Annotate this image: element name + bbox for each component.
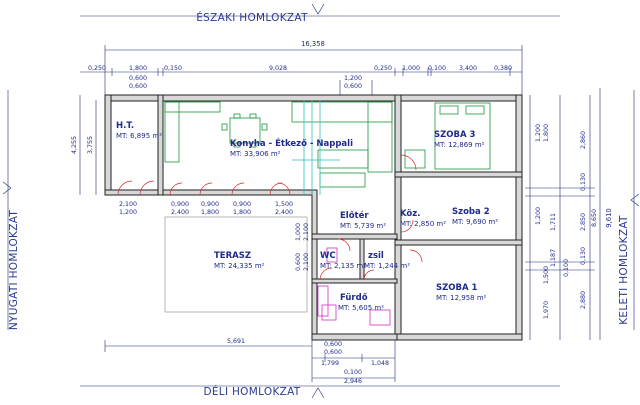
room-name-szoba3: SZOBA 3 [434,130,476,140]
dim-top-opening: 0,600 [344,83,362,90]
bedroom-furniture [404,102,491,170]
dim-right-inner: 1,187 [550,249,557,267]
dim-door: 1,000 [295,223,302,241]
room-name-szoba2: Szoba 2 [452,207,490,217]
dim-top-seg: 1,000 [402,65,420,72]
dim-right-inner: 1,500 [543,266,550,284]
dim-bottom-seg: 0,100 [344,369,362,376]
dim-bottom-seg: 1,799 [321,360,339,367]
dim-window: 1,200 [119,209,137,216]
room-area-szoba3: MT: 12,869 m² [434,141,485,149]
bathroom-fixtures [317,247,391,326]
dim-top-seg: 0,250 [88,65,106,72]
dim-top-opening: 0,600 [129,75,147,82]
dim-top-seg: 0,250 [374,65,392,72]
dim-bottom-seg: 2,946 [344,378,362,385]
room-name-wc: WC [320,251,336,261]
room-name-terasz: TERASZ [214,251,251,261]
room-area-szoba1: MT: 12,958 m² [436,294,487,302]
dim-left-outer: 3,755 [87,136,94,154]
kitchen-furniture [164,101,393,188]
dim-window: 0,900 [201,201,219,208]
dim-top-opening: 0,600 [129,83,147,90]
room-name-ht: H.T. [116,121,134,131]
terrace-outline [164,216,308,313]
dim-right-inner: 1,800 [543,124,550,142]
room-area-kitchen: MT: 33,906 m² [230,150,281,158]
dim-right-outer: 8,650 [591,209,598,227]
dim-door: 0,600 [295,253,302,271]
dim-top-seg: 9,028 [269,65,287,72]
dim-right-inner: 1,970 [543,301,550,319]
dim-top-total: 16,358 [301,40,325,48]
room-area-wc: MT: 2,135 m² [320,262,366,270]
dim-right-inner: 1,200 [535,207,542,225]
left-dimensions: 4,255 3,755 [71,95,97,195]
room-name-kitchen: Konyha - Étkező - Nappali [230,137,353,149]
dim-top-seg: 1,800 [129,65,147,72]
window-dimensions: 2,100 1,200 0,900 2,400 0,900 1,800 0,90… [119,201,310,271]
dim-right-mid: 2,850 [580,213,587,231]
room-area-ht: MT: 6,895 m² [116,132,162,140]
dim-right-inner: 1,200 [535,124,542,142]
elevation-markers: ÉSZAKI HOMLOKZAT DÉLI HOMLOKZAT NYUGATI … [2,3,640,399]
dim-window: 1,800 [201,209,219,216]
dim-window: 2,400 [275,209,293,216]
room-area-furdo: MT: 5,605 m² [338,304,384,312]
dim-bottom-left: 5,691 [227,338,245,345]
right-dimensions: 9,610 8,650 2,860 0,130 2,850 0,130 2,88… [525,88,613,340]
dim-window: 1,500 [275,201,293,208]
dim-top-opening: 1,200 [344,75,362,82]
dim-window: 0,900 [171,201,189,208]
room-area-zsil: MT: 1,244 m² [364,262,410,270]
dim-door: 2,100 [303,253,310,271]
service-lines [292,100,340,195]
walls [104,94,523,341]
dim-bottom-seg: 1,048 [371,360,389,367]
dim-window: 2,400 [171,209,189,216]
dim-right-mid: 2,860 [580,131,587,149]
room-name-zsil: zsil [368,251,384,261]
dim-window: 2,100 [119,201,137,208]
room-name-furdo: Fürdő [340,293,368,303]
room-labels: H.T. MT: 6,895 m² Konyha - Étkező - Napp… [116,121,498,312]
dim-top-seg: 3,400 [459,65,477,72]
north-elevation-label: ÉSZAKI HOMLOKZAT [196,11,308,24]
room-name-eloter: Előtér [340,210,369,221]
south-elevation-label: DÉLI HOMLOKZAT [203,385,300,398]
room-area-koz: MT: 2,850 m² [400,220,446,228]
bottom-dimensions: 5,691 0,600 0,600 1,799 1,048 0,100 2,94… [104,338,396,385]
dim-right-inner: 0,100 [563,259,570,277]
west-elevation-label: NYUGATI HOMLOKZAT [8,210,20,331]
dim-top-seg: 0,100 [428,65,446,72]
dim-door: 2,100 [303,223,310,241]
doors-windows [117,154,423,281]
dim-window: 1,800 [233,209,251,216]
dim-right-mid: 0,130 [580,173,587,191]
dim-window: 0,900 [233,201,251,208]
dim-top-seg: 0,150 [164,65,182,72]
dim-top-seg: 0,380 [494,65,512,72]
dim-right-mid: 2,880 [580,291,587,309]
top-dimensions: 16,358 0,250 1,800 0,150 9,028 0,250 1,0… [80,40,523,98]
dim-right-mid: 0,130 [580,247,587,265]
dim-left-outer: 4,255 [71,136,78,154]
room-name-szoba1: SZOBA 1 [436,283,478,293]
room-area-szoba2: MT: 9,690 m² [452,218,498,226]
east-elevation-label: KELETI HOMLOKZAT [618,215,630,325]
room-area-terasz: MT: 24,335 m² [214,262,265,270]
dim-bottom-seg: 0,600 [324,341,342,348]
room-name-koz: Köz. [400,209,420,219]
room-area-eloter: MT: 5,739 m² [340,222,386,230]
dim-right-inner: 1,711 [550,213,557,231]
dim-bottom-seg: 0,600 [324,349,342,356]
dim-right-total: 9,610 [605,208,613,227]
